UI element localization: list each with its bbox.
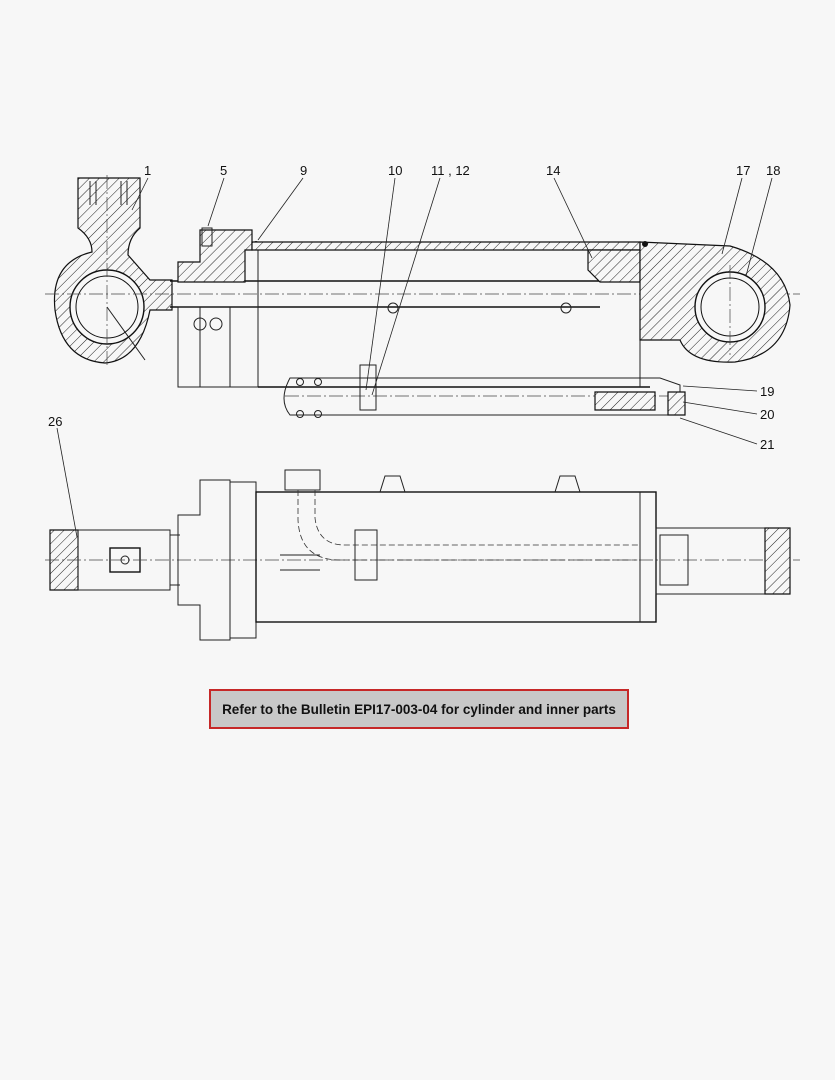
callout-17: 17 — [736, 163, 750, 178]
callout-14: 14 — [546, 163, 560, 178]
callout-26: 26 — [48, 414, 62, 429]
callout-labels: 1 5 9 10 11 , 12 14 17 18 19 20 21 26 — [48, 163, 780, 452]
rod-eye-side — [45, 529, 800, 591]
callout-1: 1 — [144, 163, 151, 178]
barrel-side — [255, 469, 657, 623]
base-end-side — [655, 527, 791, 595]
section-view — [45, 175, 800, 418]
base-eye — [639, 241, 791, 363]
gland-head — [177, 227, 259, 388]
callout-5: 5 — [220, 163, 227, 178]
callout-10: 10 — [388, 163, 402, 178]
leader-lines — [56, 177, 773, 538]
callout-21: 21 — [760, 437, 774, 452]
bulletin-note-text: Refer to the Bulletin EPI17-003-04 for c… — [222, 701, 616, 717]
callout-20: 20 — [760, 407, 774, 422]
cylinder-barrel — [251, 241, 650, 388]
callout-19: 19 — [760, 384, 774, 399]
callout-18: 18 — [766, 163, 780, 178]
rod-eye — [53, 175, 173, 365]
bulletin-note: Refer to the Bulletin EPI17-003-04 for c… — [209, 689, 629, 729]
callout-11-12: 11 , 12 — [431, 163, 470, 178]
external-tube — [283, 364, 686, 418]
callout-9: 9 — [300, 163, 307, 178]
exterior-view — [45, 469, 800, 641]
